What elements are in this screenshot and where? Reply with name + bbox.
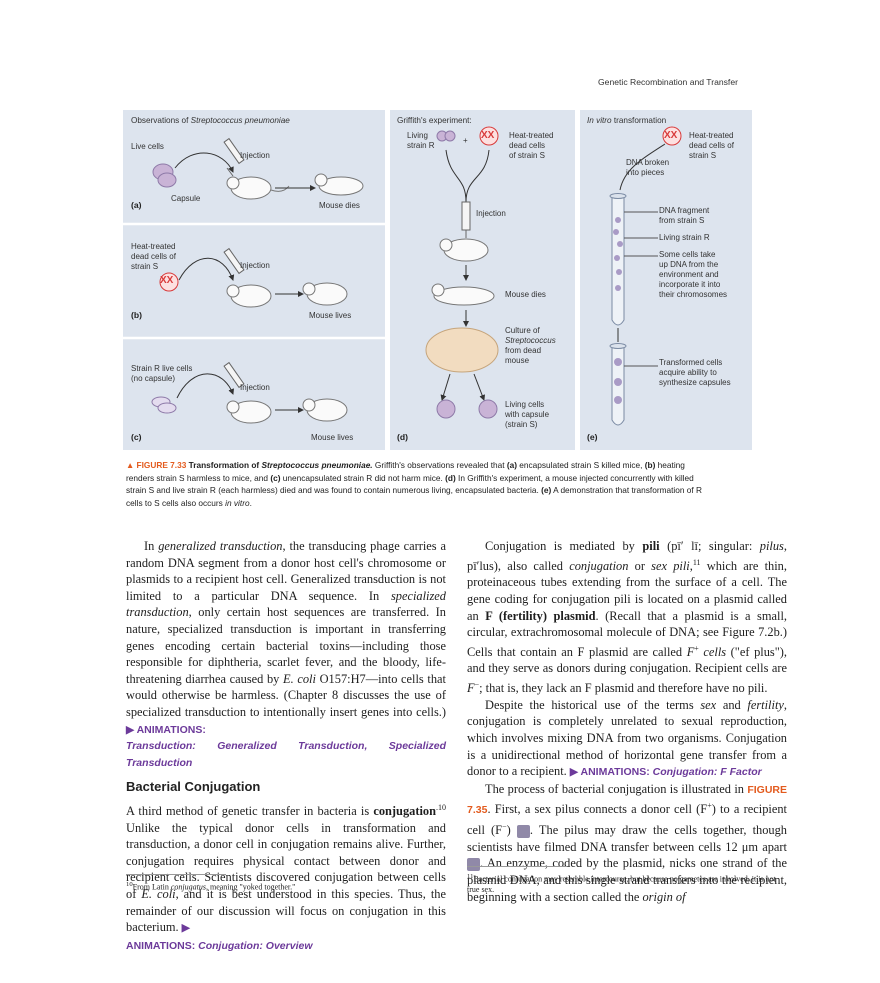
animations-link-transduction[interactable]: ▶ ANIMATIONS: <box>126 723 206 736</box>
syringe-icon-d <box>461 201 471 231</box>
xx-dead-cell-b: XX <box>160 275 174 286</box>
panel-e-title: In vitro transformation <box>587 116 667 125</box>
paragraph-transduction: In generalized transduction, the transdu… <box>126 539 446 769</box>
dna-dot-6 <box>615 285 621 291</box>
panel-a-title: Observations of Streptococcus pneumoniae <box>131 116 290 125</box>
step-badge-2: 2 <box>467 858 490 872</box>
dead-cell-e <box>662 126 682 146</box>
figure-e-drawing <box>609 126 682 426</box>
transformed-cell-1 <box>614 358 622 366</box>
panel-d-title: Griffith's experiment: <box>397 116 472 125</box>
section-heading: Bacterial Conjugation <box>126 779 261 795</box>
animations-link-conjugation-overview[interactable]: Conjugation: Overview <box>198 939 313 952</box>
dna-dot-5 <box>616 269 622 275</box>
label-living-strain-r-e: Living strain R <box>659 233 710 242</box>
figure-link-7-35[interactable]: FIGURE 7.35 <box>467 783 787 817</box>
animations-label-ffactor[interactable]: ▶ ANIMATIONS: <box>569 766 653 779</box>
dead-mouse-icon-d <box>433 286 495 306</box>
panel-letter-a: (a) <box>131 200 142 210</box>
label-injection-d: Injection <box>476 209 506 218</box>
transformed-cell-3 <box>614 396 622 404</box>
label-plus: + <box>463 136 468 145</box>
label-live-cells: Live cells <box>131 142 164 151</box>
footnote-10: 10From Latin conjugatus, meaning "yoked … <box>126 881 296 892</box>
dna-dot-4 <box>614 255 620 261</box>
dna-dot-2 <box>613 229 619 235</box>
capsule-cell-2 <box>157 172 177 188</box>
culture-dish <box>425 327 499 373</box>
strain-r-cell-d2 <box>444 130 456 142</box>
label-mouse-dies-d: Mouse dies <box>505 290 546 299</box>
dead-mouse-icon <box>314 173 364 196</box>
animations-label-conjugation[interactable]: ANIMATIONS: <box>126 939 199 952</box>
label-mouse-dies-a: Mouse dies <box>319 201 360 210</box>
label-injection-a: Injection <box>240 151 270 160</box>
paragraph-conjugation: A third method of genetic transfer in ba… <box>126 802 446 952</box>
figure-caption: ▲ FIGURE 7.33 Transformation of Streptoc… <box>126 460 703 508</box>
label-injection-b: Injection <box>240 261 270 270</box>
figure-abc-drawing <box>123 137 385 424</box>
capsule-cell-d2 <box>478 399 498 419</box>
figure-panel-abc: Observations of Streptococcus pneumoniae… <box>123 110 385 450</box>
dead-cell-d <box>479 126 499 146</box>
syringe-icon-c <box>223 361 245 389</box>
mouse-icon <box>226 176 290 200</box>
animations-link-ffactor[interactable]: Conjugation: F Factor <box>652 766 762 779</box>
paragraph-pili: Conjugation is mediated by pili (pī′ lī;… <box>467 539 788 696</box>
paragraph-sex-fertility: Despite the historical use of the terms … <box>467 697 787 779</box>
step-badge-1: 1 <box>516 825 540 839</box>
xx-dead-cell-e: XX <box>664 130 678 141</box>
label-strain-r: Strain R live cells(no capsule) <box>131 364 193 383</box>
figure-d-drawing <box>425 126 499 419</box>
running-head: Genetic Recombination and Transfer <box>598 77 738 87</box>
strain-r-cell-2 <box>157 402 177 414</box>
animations-link-transduction-title[interactable]: Transduction: Generalized Transduction, … <box>126 740 446 769</box>
panel-letter-e: (e) <box>587 432 598 442</box>
label-injection-c: Injection <box>240 383 270 392</box>
right-column: Conjugation is mediated by pili (pī′ lī;… <box>467 538 787 905</box>
left-column: In generalized transduction, the transdu… <box>126 538 446 954</box>
capsule-cell-d1 <box>436 399 456 419</box>
xx-dead-cell-d: XX <box>481 130 495 141</box>
dna-dot-1 <box>615 217 621 223</box>
transformed-cell-2 <box>614 378 622 386</box>
syringe-icon-b <box>223 247 245 275</box>
panel-letter-b: (b) <box>131 310 142 320</box>
label-mouse-lives-b: Mouse lives <box>309 311 352 320</box>
panel-letter-c: (c) <box>131 432 142 442</box>
syringe-icon <box>223 137 245 177</box>
footnote-11: 11Bacterial conjugation may resemble int… <box>467 873 776 894</box>
label-mouse-lives-c: Mouse lives <box>311 433 354 442</box>
panel-letter-d: (d) <box>397 432 408 442</box>
footnote-rule-right <box>467 866 567 867</box>
dna-dot-3 <box>617 241 623 247</box>
label-capsule: Capsule <box>171 194 201 203</box>
footnote-rule-left <box>126 874 226 875</box>
